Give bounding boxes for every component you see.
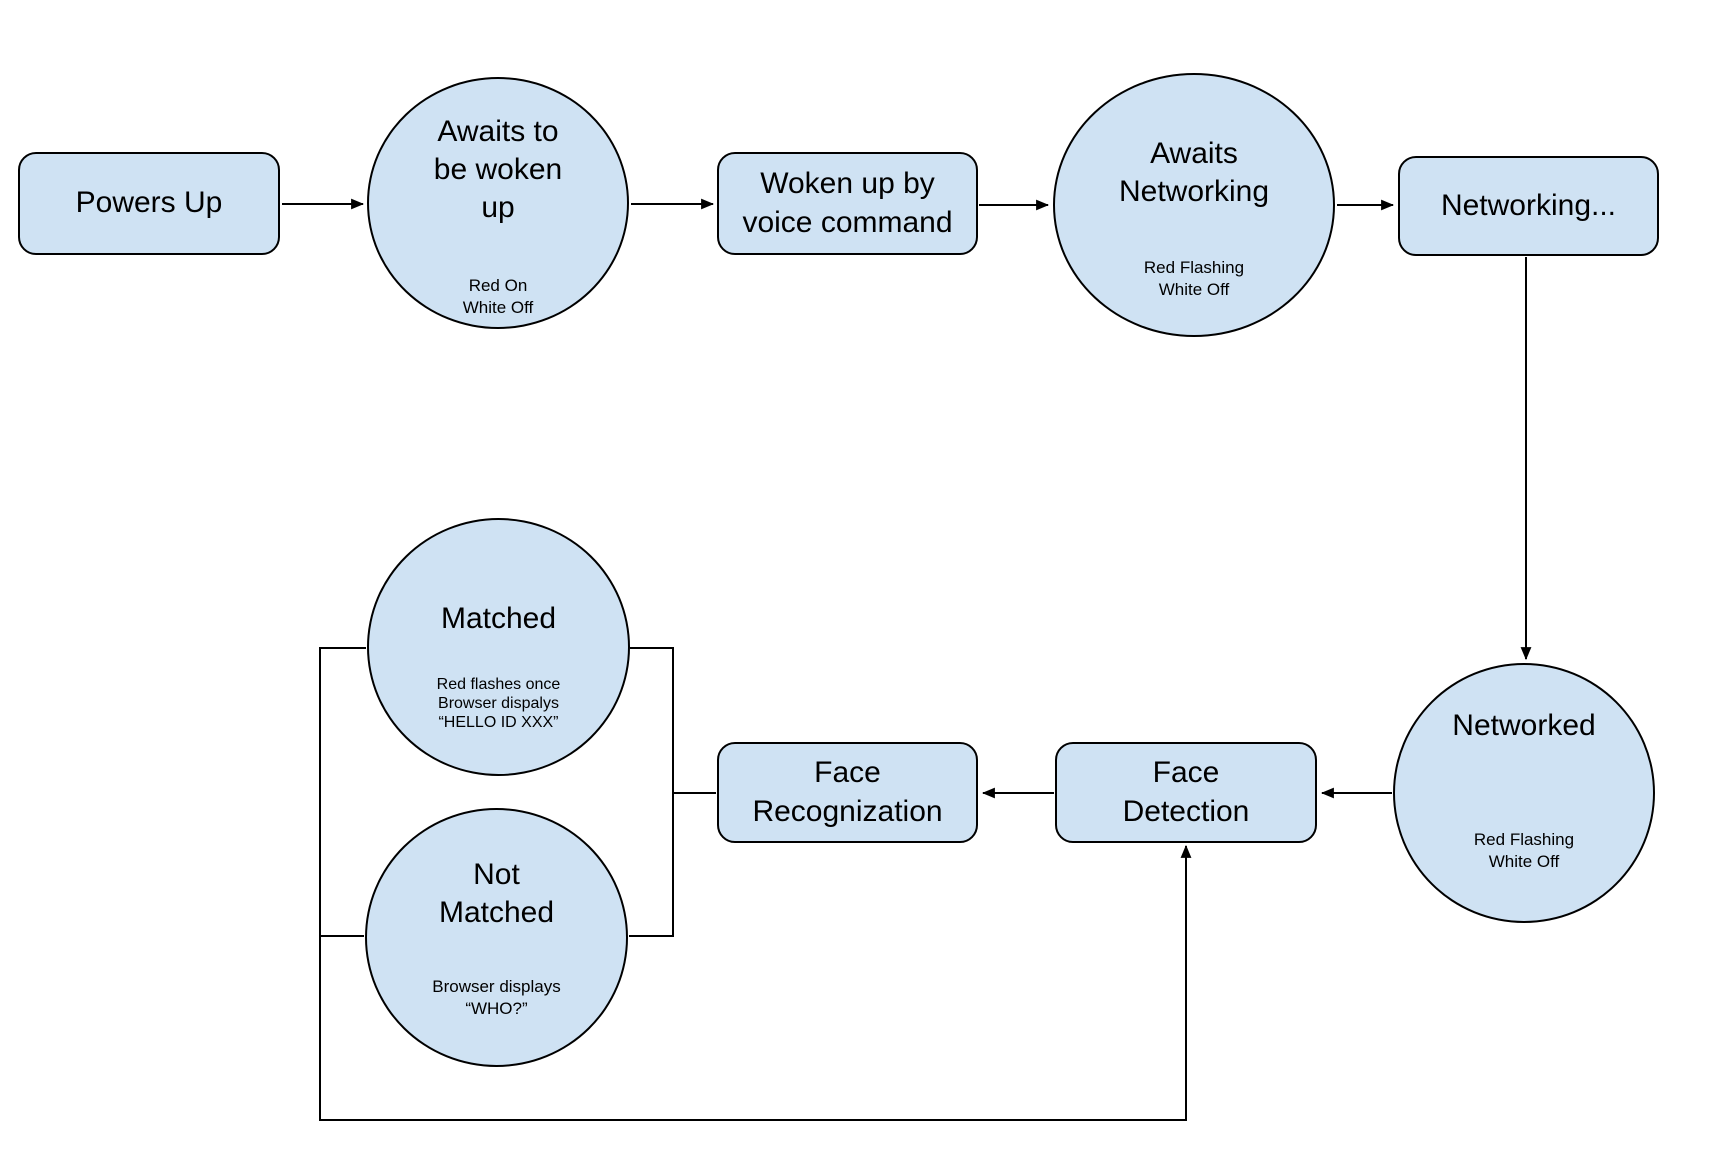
- node-awaits-wake-status: Red On White Off: [462, 276, 534, 318]
- node-networking: Networking...: [1398, 156, 1659, 256]
- node-networked: Networked Red Flashing White Off: [1393, 663, 1655, 923]
- node-not-matched: Not Matched Browser displays “WHO?”: [365, 808, 628, 1067]
- node-woken-up-label: Woken up by voice command: [742, 167, 953, 239]
- node-networked-title: Networked: [1452, 709, 1596, 742]
- node-face-detection-label: Face Detection: [1122, 756, 1250, 828]
- node-face-detection: Face Detection: [1055, 742, 1317, 843]
- node-not-matched-title: Not Matched: [438, 858, 555, 930]
- node-awaits-networking-title: Awaits Networking: [1118, 137, 1270, 209]
- node-awaits-networking-status: Red Flashing White Off: [1143, 258, 1245, 300]
- node-face-recognization-label: Face Recognization: [752, 756, 943, 828]
- node-awaits-networking: Awaits Networking Red Flashing White Off: [1053, 73, 1335, 337]
- node-matched: Matched Red flashes once Browser dispaly…: [367, 518, 630, 776]
- node-networking-label: Networking...: [1440, 188, 1617, 222]
- node-woken-up-by-voice-command: Woken up by voice command: [717, 152, 978, 255]
- node-matched-status: Red flashes once Browser dispalys “HELLO…: [436, 676, 561, 731]
- node-networked-status: Red Flashing White Off: [1473, 830, 1575, 872]
- node-face-recognization: Face Recognization: [717, 742, 978, 843]
- node-awaits-to-be-woken-up: Awaits to be woken up Red On White Off: [367, 77, 629, 329]
- node-not-matched-status: Browser displays “WHO?”: [432, 977, 561, 1019]
- node-awaits-wake-title: Awaits to be woken up: [433, 115, 563, 225]
- node-powers-up: Powers Up: [18, 152, 280, 255]
- bracket-recognization-results: [629, 647, 674, 937]
- node-matched-title: Matched: [440, 602, 557, 635]
- node-powers-up-label: Powers Up: [75, 186, 223, 220]
